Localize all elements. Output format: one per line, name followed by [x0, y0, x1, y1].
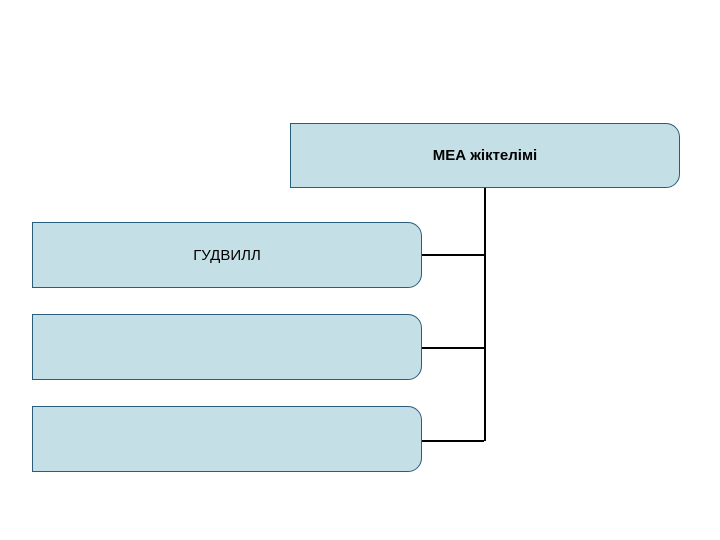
- connector-branch-1: [422, 254, 484, 256]
- connector-trunk-vertical: [484, 188, 486, 441]
- node-item-goodwill[interactable]: ГУДВИЛЛ: [32, 222, 422, 288]
- connector-branch-2: [422, 347, 484, 349]
- node-item-empty-1[interactable]: [32, 314, 422, 380]
- node-item-empty-2[interactable]: [32, 406, 422, 472]
- connector-branch-3: [422, 440, 484, 442]
- node-title-classification[interactable]: МЕА жіктелімі: [290, 123, 680, 188]
